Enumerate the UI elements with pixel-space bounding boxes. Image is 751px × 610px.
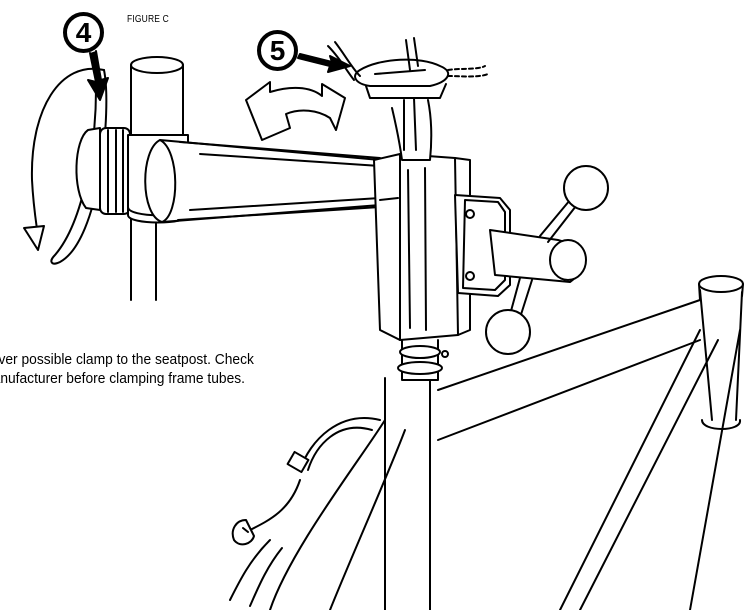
figure-caption: ever possible clamp to the seatpost. Che… <box>0 350 368 388</box>
clamp-arm <box>144 139 381 223</box>
stand-post <box>130 56 184 301</box>
clamp-head <box>373 153 471 341</box>
step-4-badge: 4 <box>63 12 104 53</box>
saddle-clamp <box>327 37 489 99</box>
step-5-badge: 5 <box>257 30 298 71</box>
step-5-pointer <box>297 53 351 73</box>
step-5-number: 5 <box>269 34 286 66</box>
clamp-knob <box>75 127 131 215</box>
seatpost <box>391 97 449 381</box>
step-4-number: 4 <box>75 16 92 48</box>
figure-label: FIGURE C <box>127 14 169 25</box>
brake-caliper <box>229 417 381 607</box>
curved-double-arrow <box>245 81 346 141</box>
bicycle-frame <box>269 275 744 610</box>
caption-line: ever possible clamp to the seatpost. Che… <box>0 351 254 368</box>
step-4-pointer <box>87 50 109 101</box>
caption-line: anufacturer before clamping frame tubes. <box>0 370 246 387</box>
quick-release-lever <box>485 165 609 355</box>
